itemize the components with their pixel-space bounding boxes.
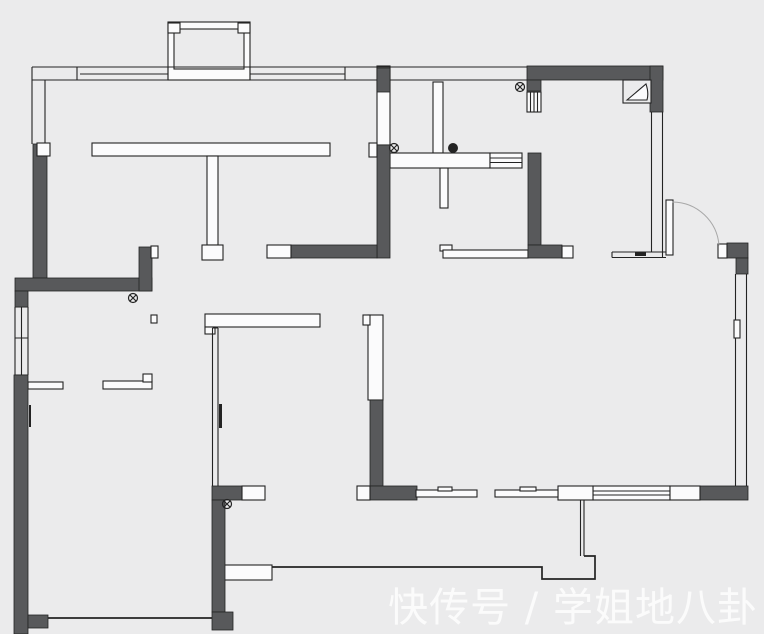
- wall-bedroom-divider-foot: [369, 485, 418, 501]
- bedroom-left-wall-lines: [211, 327, 219, 486]
- doors: [415, 199, 720, 498]
- wall-left-upper: [32, 143, 48, 279]
- corner-cabinet: [622, 79, 652, 104]
- wall-bath-bottom: [527, 244, 563, 259]
- tick-left-wall: [29, 405, 31, 427]
- wall-bedroom-corner: [211, 485, 243, 501]
- wall-bath-right: [527, 152, 542, 246]
- corner-cabinet-fan: [625, 83, 649, 101]
- wall-left-step: [14, 290, 29, 308]
- right-wall-window-lines: [734, 274, 748, 486]
- wall-kitchen-corner-block: [526, 79, 542, 92]
- bedroom-top-wall: [204, 313, 321, 328]
- storage-wall-notch: [150, 314, 158, 324]
- wall-left-lower: [13, 374, 29, 634]
- wall-left-bottom-stub: [27, 614, 49, 629]
- bath-partition-stub: [439, 167, 449, 209]
- desk-cabinet: [223, 564, 273, 581]
- tick-entry-wall: [635, 252, 646, 256]
- notch-divider-foot: [356, 485, 371, 501]
- wall-bedroom-divider-lower: [369, 399, 384, 487]
- sliding-panel-1-cap: [437, 486, 453, 492]
- wall-storage-right-stub: [138, 246, 153, 292]
- top-window-ticks: [76, 67, 346, 80]
- dark-walls: [13, 65, 749, 634]
- left-corner-wall-lines: [31, 67, 46, 144]
- wall-center-column: [376, 144, 391, 259]
- bay-window-tab-right: [237, 22, 251, 34]
- wall-bedroom-right: [211, 499, 226, 613]
- sliding-panel-2-cap: [519, 486, 537, 492]
- watermark-text: 快传号 / 学姐地八卦: [388, 585, 758, 631]
- door-ticks: [29, 252, 646, 428]
- wall-dining-bottom: [290, 244, 378, 259]
- partition-stem: [206, 155, 219, 246]
- partition-foot: [201, 244, 224, 261]
- living-room-front-window: [592, 485, 671, 501]
- entry-door-leaf: [665, 199, 674, 256]
- windows: [489, 91, 741, 501]
- right-window-casement-tick: [733, 319, 741, 339]
- column-top-block: [376, 67, 391, 93]
- kitchen-bottom-wall: [389, 152, 491, 169]
- notch-left-wall: [36, 142, 51, 157]
- circle-cross-marker-4: [514, 81, 526, 93]
- wall-right-bottom-block: [699, 485, 749, 501]
- thin-walls-and-furniture: [27, 65, 529, 581]
- door-frame-notches: [36, 142, 728, 501]
- wall-top-right-corner: [649, 65, 664, 113]
- wall-bedroom-right-step: [211, 611, 234, 631]
- markers: [127, 81, 526, 510]
- bedroom-divider-notch: [362, 314, 371, 326]
- bay-window-tab-left: [167, 22, 181, 34]
- bay-window-inner: [173, 28, 245, 70]
- bath-bottom-wall: [442, 249, 529, 259]
- circle-cross-marker-2: [221, 498, 233, 510]
- entry-room-window-lines: [650, 112, 664, 258]
- tick-bedroom: [219, 404, 222, 428]
- bedroom-top-wall-step: [204, 326, 216, 335]
- notch-entry-wall: [717, 243, 728, 259]
- circle-cross-marker-3: [388, 142, 400, 154]
- notch-dining-wall: [266, 244, 292, 259]
- wall-top-right: [526, 65, 664, 81]
- balcony-step-outline: [272, 555, 596, 580]
- notch-bedroom-corner: [241, 485, 266, 501]
- notch-bath-wall: [561, 245, 574, 259]
- storage-bottom-wall-step: [142, 373, 153, 383]
- bedroom-divider-wall-upper: [367, 314, 384, 401]
- storage-bottom-wall-right: [102, 380, 153, 390]
- left-wall-window: [14, 306, 29, 376]
- bay-window: [167, 21, 251, 81]
- circle-cross-marker-1: [127, 292, 139, 304]
- wardrobe-bar: [91, 142, 331, 157]
- balcony-stub-lines: [579, 500, 585, 556]
- storage-bottom-wall-left: [27, 381, 64, 390]
- wall-and-window-lines: [14, 66, 748, 619]
- filled-dot-marker: [448, 143, 458, 153]
- entry-door-swing-arc: [672, 201, 720, 246]
- entry-door: [665, 199, 720, 256]
- notch-balcony-right: [669, 485, 701, 501]
- wall-right-top-block: [726, 242, 749, 259]
- notch-storage-stub: [150, 245, 159, 259]
- notch-center-column: [368, 142, 378, 158]
- wall-storage-top: [14, 277, 153, 292]
- sliding-door: [415, 486, 559, 498]
- notch-balcony-left: [557, 485, 594, 501]
- wall-right-top-block-2: [735, 257, 749, 275]
- shaft-hatch-box: [526, 91, 542, 113]
- kitchen-divider-wall: [432, 81, 444, 154]
- kitchen-pass-window: [489, 152, 523, 169]
